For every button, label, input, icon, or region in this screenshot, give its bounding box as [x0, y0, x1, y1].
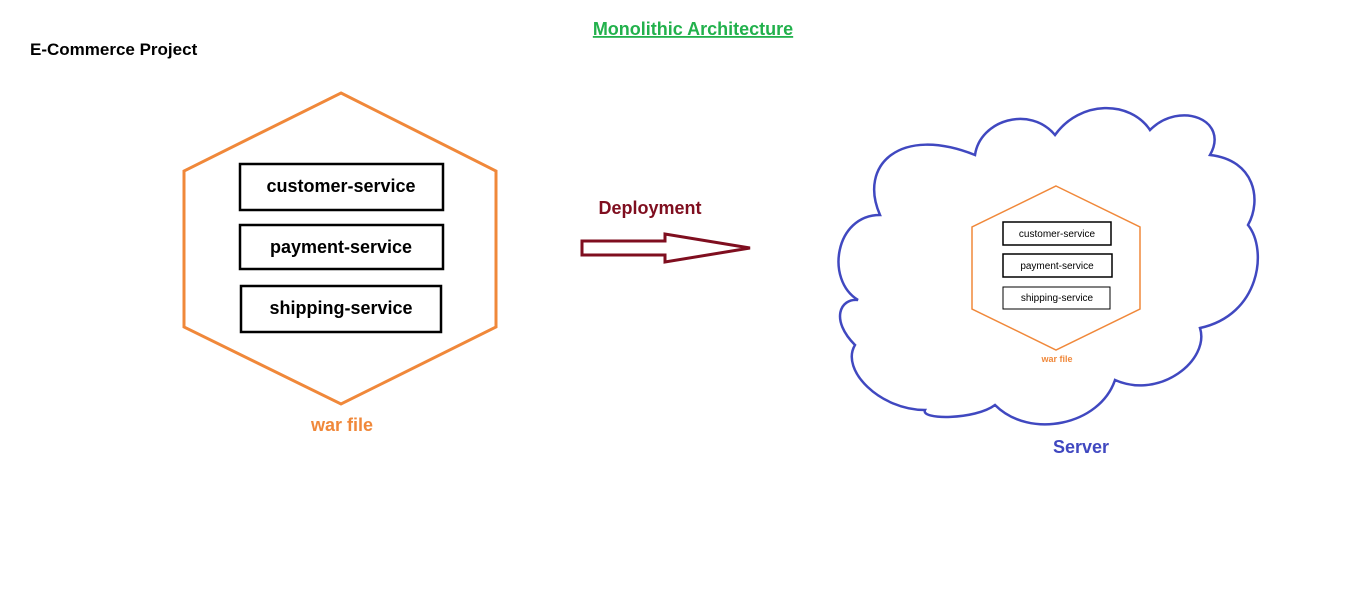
server-war-file-package: customer-service payment-service shippin… — [971, 185, 1141, 351]
server-label: Server — [1053, 437, 1109, 457]
service-label: payment-service — [270, 237, 412, 257]
diagram-title: Monolithic Architecture — [593, 19, 793, 39]
server-service-box-payment: payment-service — [1002, 253, 1113, 278]
service-label: shipping-service — [1021, 293, 1094, 304]
service-label: customer-service — [266, 176, 415, 196]
war-file-package: customer-service payment-service shippin… — [182, 91, 498, 406]
deployment-arrow — [580, 232, 751, 264]
project-label: E-Commerce Project — [30, 40, 198, 59]
server-cloud — [837, 106, 1260, 426]
server-war-file-hexagon — [971, 185, 1141, 351]
deployment-label: Deployment — [598, 198, 701, 218]
service-box-shipping: shipping-service — [239, 284, 443, 334]
service-box-payment: payment-service — [238, 223, 445, 271]
service-label: shipping-service — [269, 298, 412, 318]
service-label: customer-service — [1019, 229, 1096, 240]
server-service-box-customer: customer-service — [1002, 221, 1112, 246]
service-box-customer: customer-service — [238, 162, 445, 212]
war-file-label: war file — [310, 415, 373, 435]
war-file-hexagon — [182, 91, 498, 406]
service-label: payment-service — [1020, 261, 1094, 272]
server-war-file-label: war file — [1040, 354, 1072, 364]
server-service-box-shipping: shipping-service — [1002, 286, 1111, 310]
